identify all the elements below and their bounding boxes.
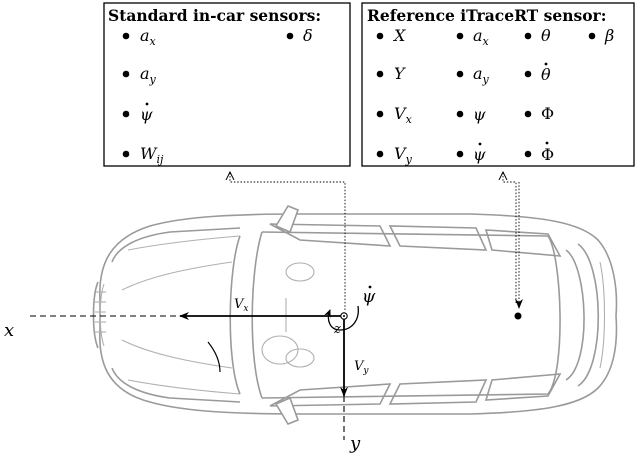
bullet-icon bbox=[456, 150, 464, 158]
z-axis-label: z bbox=[333, 322, 341, 337]
bullet-icon bbox=[376, 32, 384, 40]
bullet-icon bbox=[376, 110, 384, 118]
vy-label: Vy bbox=[354, 359, 369, 376]
sensor-ax: ax bbox=[140, 26, 157, 48]
dot-accent-icon bbox=[545, 141, 549, 145]
sensor-sideslip: β bbox=[604, 26, 614, 45]
y-axis-label: y bbox=[349, 433, 361, 454]
reference-sensor-list: X Y Vx Vy ax ay ψ ψ θ θ Φ Φ β bbox=[376, 26, 614, 166]
reference-sensor-title: Reference iTraceRT sensor: bbox=[367, 6, 606, 25]
standard-sensors-box bbox=[103, 2, 351, 167]
vx-label: Vx bbox=[234, 297, 248, 314]
sensor-pitch: θ bbox=[541, 26, 551, 45]
bullet-icon bbox=[456, 70, 464, 78]
bullet-icon bbox=[524, 110, 532, 118]
sensor-ref-ax: ax bbox=[473, 26, 490, 48]
bullet-icon bbox=[122, 32, 130, 40]
yaw-rotation-arrow bbox=[324, 305, 359, 331]
bullet-icon bbox=[286, 32, 294, 40]
dot-accent-icon bbox=[368, 285, 372, 289]
sensor-Y: Y bbox=[394, 64, 406, 83]
bullet-icon bbox=[122, 70, 130, 78]
sensor-pitch-rate: θ bbox=[541, 65, 551, 84]
bullet-icon bbox=[376, 150, 384, 158]
sensor-ref-ay: ay bbox=[473, 64, 490, 86]
dot-accent-icon bbox=[478, 142, 482, 146]
sensor-ref-yaw-rate: ψ bbox=[473, 145, 486, 164]
sensor-steer-angle: δ bbox=[303, 26, 313, 45]
yaw-rate-label: ψ bbox=[362, 287, 376, 307]
sensor-yaw-rate: ψ bbox=[140, 105, 153, 124]
sensor-ay: ay bbox=[140, 64, 157, 86]
reference-sensor-box bbox=[361, 2, 635, 167]
connector-lines bbox=[230, 172, 523, 310]
bullet-icon bbox=[524, 150, 532, 158]
bullet-icon bbox=[524, 70, 532, 78]
bullet-icon bbox=[456, 110, 464, 118]
dot-accent-icon bbox=[145, 102, 149, 106]
dot-accent-icon bbox=[544, 62, 548, 66]
sensor-X: X bbox=[392, 26, 406, 45]
bullet-icon bbox=[122, 110, 130, 118]
sensor-Vy: Vy bbox=[394, 144, 413, 166]
coordinate-axes bbox=[30, 305, 359, 440]
sensor-Vx: Vx bbox=[394, 104, 413, 126]
bullet-icon bbox=[524, 32, 532, 40]
bullet-icon bbox=[456, 32, 464, 40]
sensor-roll: Φ bbox=[541, 104, 554, 123]
standard-sensor-list: ax ay ψ Wij δ bbox=[122, 26, 313, 166]
x-axis-label: x bbox=[4, 320, 14, 341]
bullet-icon bbox=[588, 32, 596, 40]
car-illustration bbox=[92, 205, 618, 425]
sensor-wheel-speed: Wij bbox=[140, 144, 164, 166]
standard-sensors-title: Standard in-car sensors: bbox=[108, 6, 321, 25]
bullet-icon bbox=[122, 150, 130, 158]
sensor-roll-rate: Φ bbox=[541, 145, 554, 164]
reference-sensor-dot bbox=[514, 312, 522, 320]
bullet-icon bbox=[376, 70, 384, 78]
sensor-yaw: ψ bbox=[473, 105, 486, 124]
